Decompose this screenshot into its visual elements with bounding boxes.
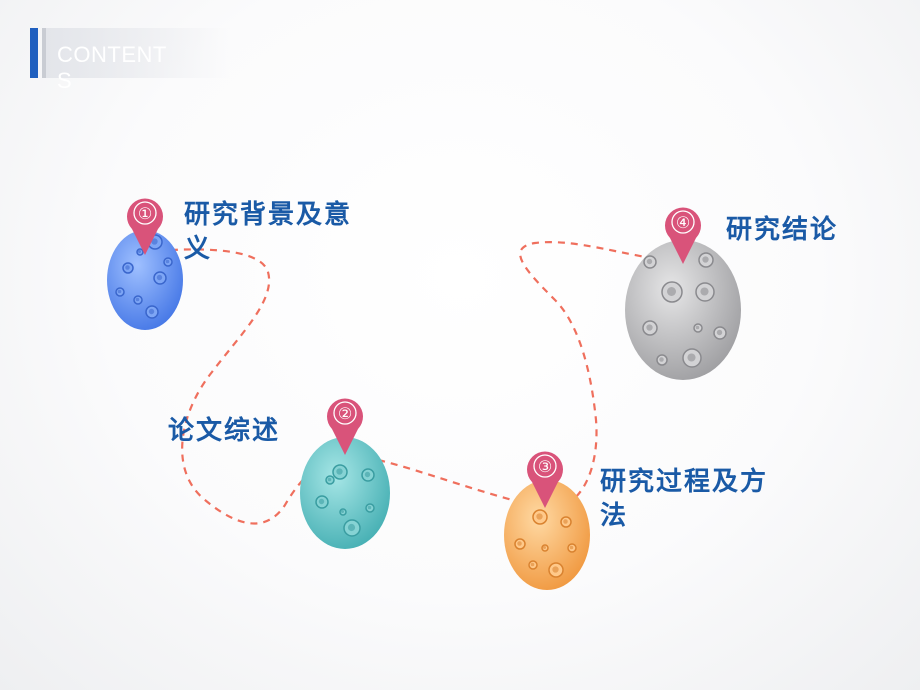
step-label-3: 研究过程及方法 [600,467,769,531]
crater-core [367,505,372,510]
crater-core [667,287,676,296]
crater-core [341,510,344,513]
header-background [46,28,230,78]
crater-core [716,329,723,336]
section-header: CONTENTS [30,28,230,93]
map-pin-icon: ① [127,198,163,255]
crater-core [138,250,141,253]
step-number-2: ② [338,404,352,423]
moon-gray [625,240,741,380]
crater-core [135,297,140,302]
step-label-4: 研究结论 [726,215,839,245]
crater-core [347,523,356,532]
step-label-1: 研究背景及意义 [184,200,353,264]
map-pin-icon: ③ [527,451,564,508]
map-pin-icon: ④ [665,207,701,264]
step-number-1: ① [138,204,152,223]
crater-core [646,324,653,331]
header-title: CONTENTS [57,42,167,93]
header-accent-bar [30,28,38,78]
crater-core [687,353,696,362]
crater-core [569,545,574,550]
crater-core [148,308,155,315]
crater-core [364,471,371,478]
moon-blue [107,230,183,330]
crater-core [695,325,700,330]
crater-core [646,258,653,265]
moon-orange [504,480,590,590]
step-number-4: ④ [676,213,690,232]
crater-core [517,541,522,546]
crater-core [327,477,332,482]
step-label-2: 论文综述 [168,416,281,446]
crater-core [151,238,158,245]
crater-core [543,546,546,549]
crater-core [165,259,170,264]
crater-core [659,357,664,362]
header-divider-bar [42,28,46,78]
map-pin-icon: ② [327,398,364,455]
crater-core [117,289,122,294]
step-number-3: ③ [538,457,552,476]
crater-core [336,468,343,475]
moon-teal [300,437,390,549]
crater-core [536,513,543,520]
crater-core [530,562,535,567]
crater-core [125,265,130,270]
crater-core [700,287,709,296]
crater-core [552,566,559,573]
crater-core [156,274,163,281]
crater-core [702,256,709,263]
crater-core [318,498,325,505]
crater-core [563,519,568,524]
